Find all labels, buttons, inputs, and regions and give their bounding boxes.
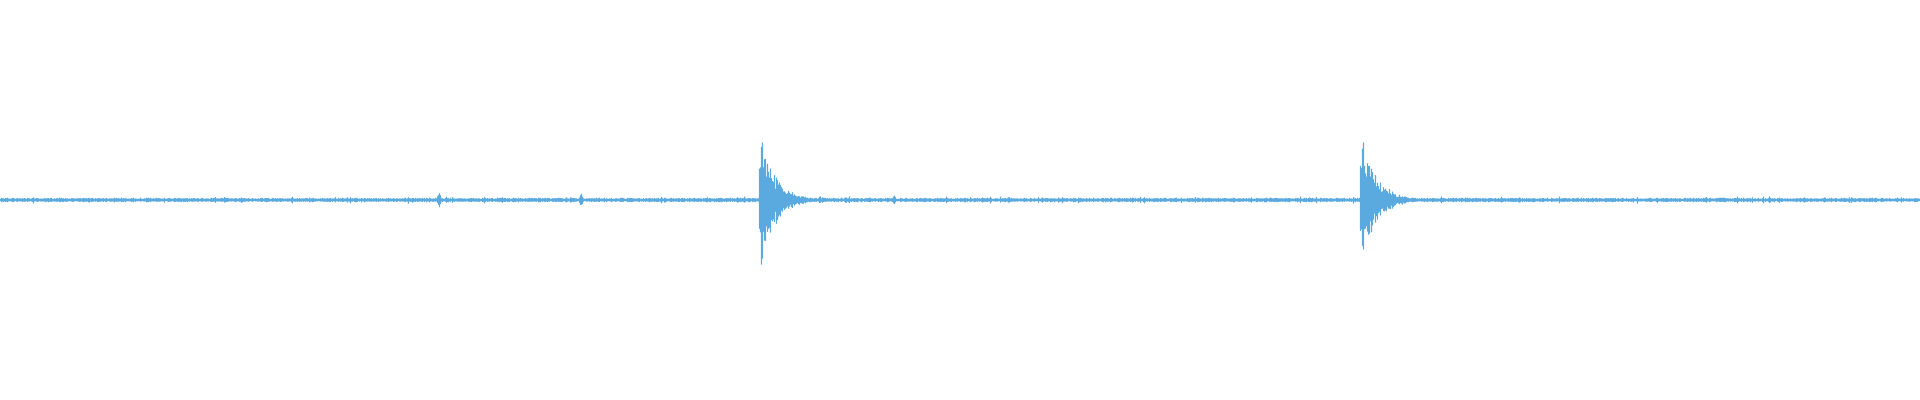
- waveform-trace: [0, 142, 1920, 265]
